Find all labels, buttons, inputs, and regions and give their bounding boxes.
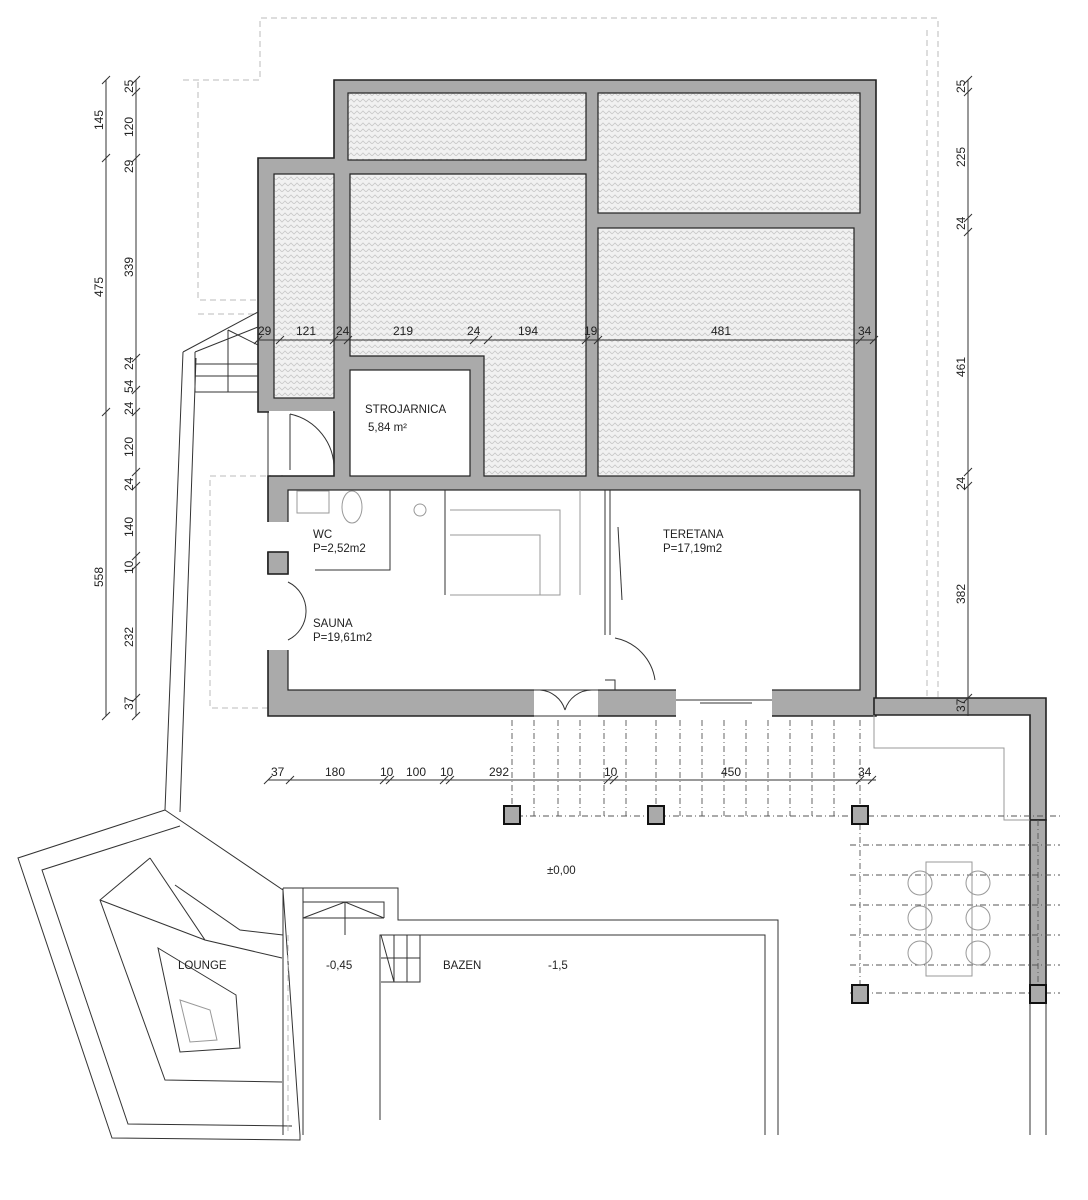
dim-upper: 481	[711, 324, 731, 338]
dimension-lines: 145 475 558 25 120 29 339 24 54 24 120 2…	[92, 75, 973, 785]
dim-lower: 10	[440, 765, 454, 779]
dim-left-inner: 10	[122, 560, 136, 574]
label-strojarnica: STROJARNICA	[365, 404, 446, 416]
dim-upper: 219	[393, 324, 413, 338]
dim-upper: 34	[858, 324, 872, 338]
building	[257, 79, 877, 717]
room-strojarnica	[349, 369, 471, 477]
area-sauna: P=19,61m2	[313, 632, 372, 644]
terrace-level: ±0,00	[547, 865, 576, 877]
room-hatched-3	[273, 173, 335, 399]
dim-upper: 194	[518, 324, 538, 338]
dim-lower: 100	[406, 765, 426, 779]
dim-left-inner: 120	[122, 117, 136, 137]
column	[647, 805, 665, 825]
door-teretana	[614, 637, 656, 681]
dim-left-inner: 25	[122, 79, 136, 93]
column	[1029, 984, 1047, 1004]
dim-upper: 121	[296, 324, 316, 338]
dim-upper: 19	[584, 324, 598, 338]
dim-left-outer: 145	[92, 110, 106, 130]
dim-left-inner: 37	[122, 696, 136, 710]
room-hatched-5	[597, 227, 855, 477]
column	[851, 984, 869, 1004]
dim-right: 24	[954, 216, 968, 230]
room-hatched-1	[347, 92, 587, 161]
door-double	[539, 689, 593, 711]
door-sauna	[287, 581, 307, 641]
dim-lower: 37	[271, 765, 285, 779]
dim-upper: 24	[336, 324, 350, 338]
terrace	[503, 697, 1060, 1135]
entry-stairs	[164, 311, 259, 813]
dim-lower: 180	[325, 765, 345, 779]
dim-lower: 10	[604, 765, 618, 779]
lounge-area	[17, 809, 301, 1141]
dim-left-outer: 558	[92, 567, 106, 587]
area-wc: P=2,52m2	[313, 543, 366, 555]
room-hatched-4	[349, 173, 587, 477]
dim-right: 25	[954, 79, 968, 93]
dim-left-inner: 29	[122, 159, 136, 173]
column	[503, 805, 521, 825]
dim-right: 382	[954, 584, 968, 604]
label-sauna: SAUNA	[313, 618, 353, 630]
dim-upper: 29	[258, 324, 272, 338]
dim-upper: 24	[467, 324, 481, 338]
dim-lower: 292	[489, 765, 509, 779]
dim-right: 225	[954, 147, 968, 167]
dim-right: 461	[954, 357, 968, 377]
pool	[282, 887, 779, 1135]
column	[851, 805, 869, 825]
label-teretana: TERETANA	[663, 529, 724, 541]
label-wc: WC	[313, 529, 332, 541]
sink-icon	[296, 490, 330, 514]
dim-left-inner: 24	[122, 356, 136, 370]
label-lounge: LOUNGE	[178, 960, 227, 972]
dim-left-inner: 54	[122, 379, 136, 393]
dim-left-inner: 140	[122, 517, 136, 537]
label-bazen: BAZEN	[443, 960, 481, 972]
dim-right: 37	[954, 698, 968, 712]
door-strojarnica	[289, 413, 335, 471]
dim-left-inner: 339	[122, 257, 136, 277]
area-strojarnica: 5,84 m²	[368, 422, 407, 434]
dim-right: 24	[954, 476, 968, 490]
pool-step-level: -0,45	[326, 960, 352, 972]
dim-left-outer: 475	[92, 277, 106, 297]
shower-icon	[413, 503, 427, 517]
dim-left-inner: 120	[122, 437, 136, 457]
dim-left-inner: 232	[122, 627, 136, 647]
bazen-level: -1,5	[548, 960, 568, 972]
tick-marks	[101, 75, 973, 785]
room-hatched-2	[597, 92, 861, 214]
toilet-icon	[341, 490, 363, 524]
dim-lower: 34	[858, 765, 872, 779]
dim-lower: 10	[380, 765, 394, 779]
dim-left-inner: 24	[122, 477, 136, 491]
dining-table	[925, 861, 973, 977]
area-teretana: P=17,19m2	[663, 543, 722, 555]
room-lower	[287, 489, 861, 691]
dim-lower: 450	[721, 765, 741, 779]
dim-left-inner: 24	[122, 401, 136, 415]
chairs	[907, 870, 991, 966]
room-labels: STROJARNICA 5,84 m² WC P=2,52m2 TERETANA…	[178, 404, 724, 972]
